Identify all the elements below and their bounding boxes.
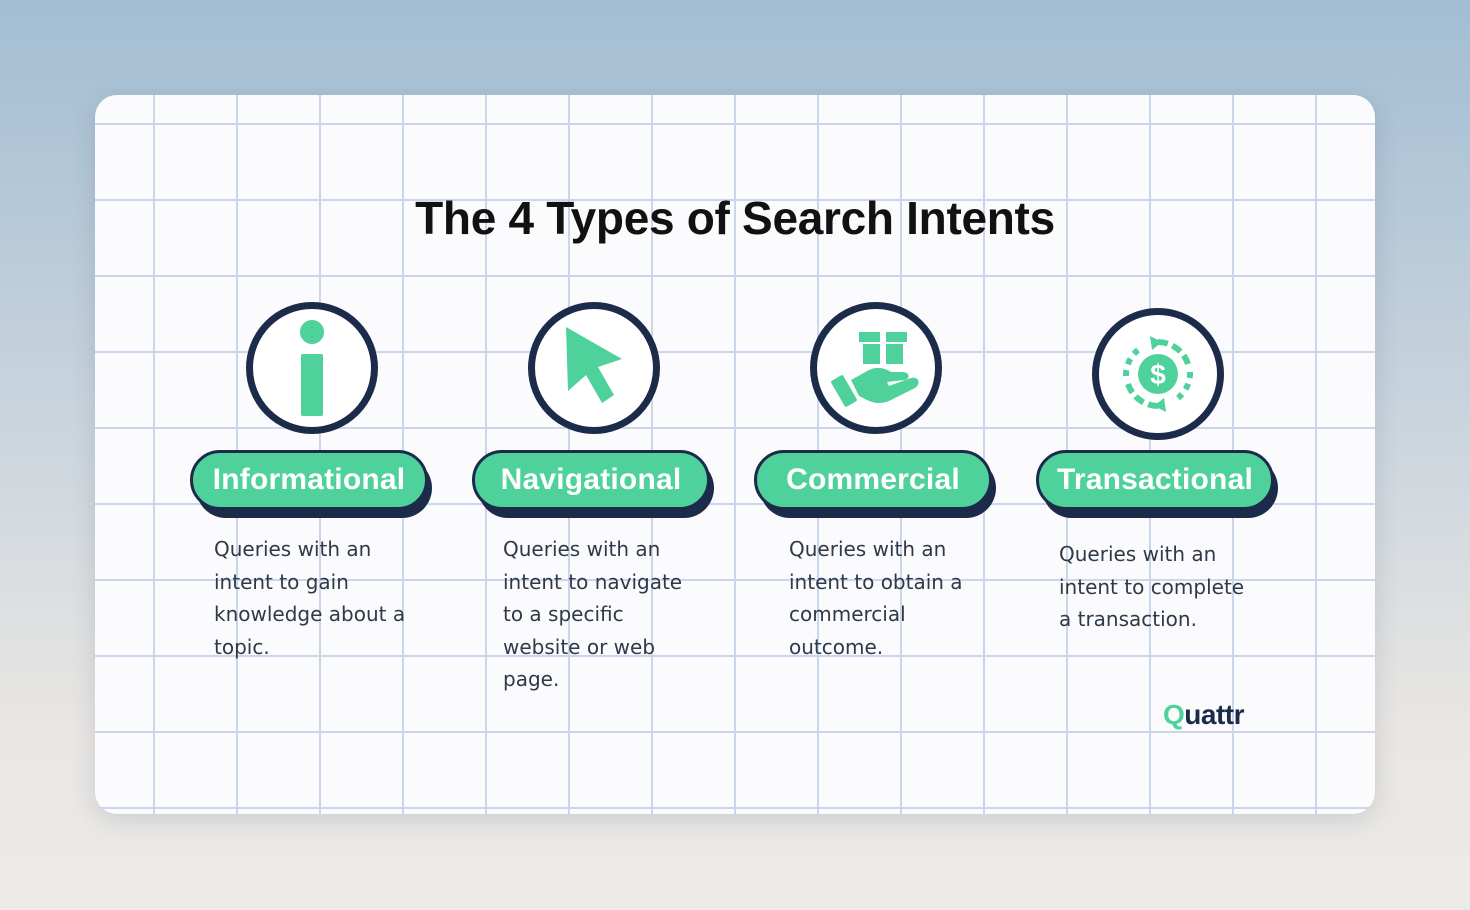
- pill-face: Commercial: [754, 450, 992, 510]
- page-title: The 4 Types of Search Intents: [415, 192, 1055, 244]
- intent-description-informational: Queries with an intent to gain knowledge…: [214, 537, 406, 659]
- pill-face: Informational: [190, 450, 428, 510]
- intent-description-transactional: Queries with an intent to complete a tra…: [1059, 542, 1245, 631]
- dollar-cycle-icon: $: [1123, 336, 1193, 412]
- logo-q: Q: [1163, 699, 1185, 730]
- intent-description-commercial: Queries with an intent to obtain a comme…: [789, 537, 963, 659]
- intent-label-transactional: Transactional: [1036, 450, 1278, 518]
- intent-description-navigational: Queries with an intent to navigate to a …: [503, 537, 683, 691]
- intent-label-navigational: Navigational: [472, 450, 714, 518]
- dollar-cycle-badge: $: [1092, 308, 1224, 440]
- intent-label-informational: Informational: [190, 450, 432, 518]
- info-icon: [300, 320, 324, 416]
- logo-rest: uattr: [1184, 699, 1245, 730]
- cursor-arrow-icon: [566, 327, 622, 403]
- intent-label-commercial: Commercial: [754, 450, 996, 518]
- infographic-card: The 4 Types of Search Intents Informatio…: [95, 95, 1375, 814]
- svg-text:$: $: [1150, 359, 1166, 390]
- quattr-logo: Quattr: [1163, 699, 1245, 731]
- cursor-badge: [528, 302, 660, 434]
- info-icon-badge: [246, 302, 378, 434]
- hand-box-icon: [831, 332, 919, 407]
- hand-box-badge: [810, 302, 942, 434]
- pill-face: Navigational: [472, 450, 710, 510]
- pill-face: Transactional: [1036, 450, 1274, 510]
